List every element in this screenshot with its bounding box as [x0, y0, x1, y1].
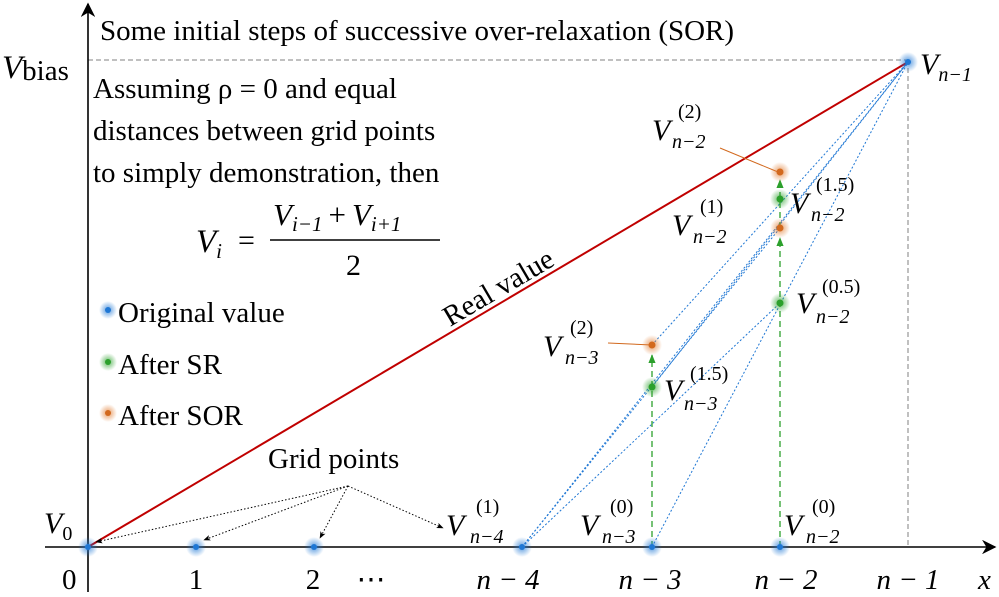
svg-text:After SOR: After SOR [118, 400, 244, 432]
y-axis-label: Vbias [2, 50, 69, 87]
point-vn2-sor-2 [770, 162, 790, 182]
point-v0 [78, 537, 98, 557]
legend: Original value After SR After SOR [99, 297, 285, 432]
svg-text:n−3: n−3 [602, 526, 636, 548]
svg-text:V: V [664, 374, 686, 407]
iteration-line-b [651, 61, 909, 548]
tick-label: 2 [306, 564, 321, 596]
origin-label: 0 [62, 564, 77, 596]
assumption-line: distances between grid points [93, 115, 435, 147]
point-vn1 [898, 52, 918, 72]
grid-points-arrows [95, 485, 444, 544]
x-axis-ticks: 1 2 ⋯ n − 4 n − 3 n − 2 n − 1 [189, 564, 940, 596]
svg-text:n−4: n−4 [470, 526, 504, 548]
svg-text:(1.5): (1.5) [816, 174, 854, 196]
svg-text:n−2: n−2 [816, 306, 850, 328]
svg-text:V: V [784, 509, 806, 542]
svg-text:V: V [543, 330, 565, 363]
tick-label: n − 3 [618, 564, 681, 596]
real-value-line [87, 61, 909, 548]
point-vn2-sr-05 [770, 293, 790, 313]
iteration-line-d [651, 61, 909, 388]
point-vn3-sr [642, 377, 662, 397]
diagram-title: Some initial steps of successive over-re… [100, 15, 734, 47]
svg-text:(0): (0) [610, 496, 633, 518]
label-vn2-15: V (1.5) n−2 [790, 174, 854, 226]
svg-text:n−3: n−3 [684, 393, 718, 415]
svg-text:(1): (1) [476, 496, 499, 518]
legend-item-sor: After SOR [99, 400, 244, 432]
legend-item-sr: After SR [99, 349, 223, 381]
callout-vn2-2 [719, 147, 779, 173]
label-vn3-2: V (2) n−3 [543, 317, 599, 369]
point-labels: V0 Vn−1 V (1) n−4 V (0) n−3 V (0) n−2 V … [44, 48, 972, 548]
svg-text:V: V [446, 509, 468, 542]
tick-label: 1 [189, 564, 204, 596]
label-vn4-1: V (1) n−4 [446, 496, 504, 548]
svg-text:(1.5): (1.5) [690, 363, 728, 385]
point-vn3-sor [642, 335, 662, 355]
point-n4 [512, 537, 532, 557]
point-grid-1 [186, 537, 206, 557]
tick-label: n − 1 [876, 564, 939, 596]
iteration-lines [521, 61, 909, 548]
tick-label: n − 2 [754, 564, 817, 596]
label-vn2-05: V (0.5) n−2 [796, 276, 860, 328]
assumption-line: to simply demonstration, then [93, 157, 440, 189]
point-n2-original [770, 537, 790, 557]
svg-text:V: V [580, 509, 602, 542]
label-vn2-1: V (1) n−2 [672, 196, 727, 248]
label-vn3-15: V (1.5) n−3 [664, 363, 728, 415]
iteration-line-a [521, 61, 909, 548]
assumption-text: Assuming ρ = 0 and equal distances betwe… [93, 73, 440, 189]
svg-text:(0.5): (0.5) [822, 276, 860, 298]
svg-text:Vi: Vi [196, 224, 222, 263]
point-n3-original [642, 537, 662, 557]
svg-text:n−2: n−2 [811, 204, 845, 226]
label-vn2-0: V (0) n−2 [784, 496, 840, 548]
point-grid-2 [304, 537, 324, 557]
assumption-line: Assuming ρ = 0 and equal [93, 73, 397, 105]
label-vn3-0: V (0) n−3 [580, 496, 636, 548]
tick-label: n − 4 [476, 564, 539, 596]
svg-text:V: V [672, 209, 694, 242]
svg-text:n−2: n−2 [693, 226, 727, 248]
svg-text:=: = [238, 224, 255, 257]
svg-text:2: 2 [346, 249, 361, 282]
svg-text:n−2: n−2 [806, 526, 840, 548]
svg-text:(0): (0) [812, 496, 835, 518]
x-axis-label: x [977, 564, 991, 596]
svg-text:V: V [652, 114, 674, 147]
svg-text:Original value: Original value [118, 297, 285, 329]
svg-text:V: V [796, 287, 818, 320]
label-v0: V0 [44, 507, 72, 545]
svg-text:Vi−1+Vi+1: Vi−1+Vi+1 [273, 197, 401, 236]
label-vn1: Vn−1 [920, 48, 972, 86]
grid-points-label: Grid points [268, 443, 399, 475]
real-value-label: Real value [437, 243, 559, 333]
point-vn2-sr-15 [770, 189, 790, 209]
svg-text:n−3: n−3 [565, 347, 599, 369]
svg-text:(1): (1) [700, 196, 723, 218]
iteration-line-c [521, 302, 781, 548]
svg-text:After SR: After SR [118, 349, 223, 381]
svg-text:V: V [790, 187, 812, 220]
svg-text:n−2: n−2 [672, 131, 706, 153]
legend-item-original: Original value [99, 297, 285, 329]
point-vn2-sor-1 [770, 218, 790, 238]
svg-text:(2): (2) [570, 317, 593, 339]
svg-text:(2): (2) [678, 101, 701, 123]
formula: Vi = Vi−1+Vi+1 2 [196, 197, 440, 282]
label-vn2-2: V (2) n−2 [652, 101, 706, 153]
tick-label: ⋯ [357, 564, 386, 596]
